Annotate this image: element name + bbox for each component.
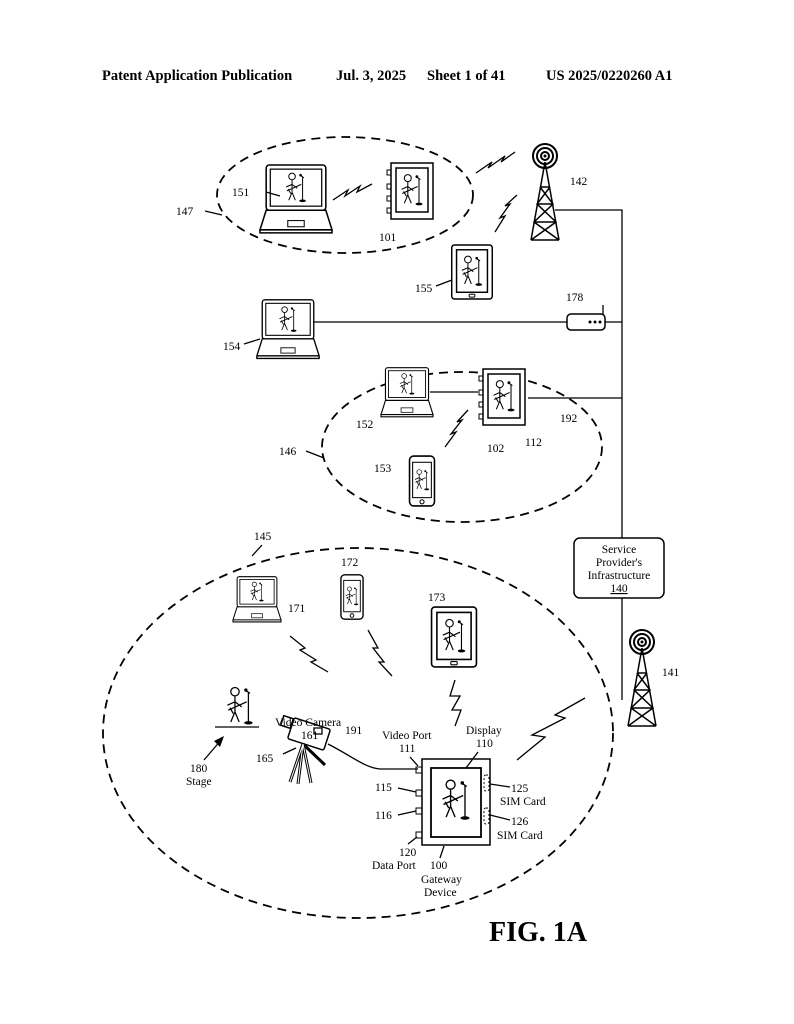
label-gateway: Gateway	[421, 874, 462, 886]
label-171: 171	[288, 603, 306, 615]
label-172: 172	[341, 557, 359, 569]
label-125: 125	[511, 783, 529, 795]
label-155: 155	[415, 283, 433, 295]
label-141: 141	[662, 667, 680, 679]
laptop-151	[260, 165, 332, 233]
port-115	[415, 789, 423, 797]
label-140: 140	[610, 583, 628, 595]
cell-tower-141	[626, 628, 658, 728]
publication-number: US 2025/0220260 A1	[546, 68, 673, 84]
video-port-111	[415, 766, 423, 774]
network-group-145	[102, 547, 614, 919]
tablet-155	[452, 245, 493, 299]
publication-date: Jul. 3, 2025	[336, 68, 407, 84]
label-165: 165	[256, 753, 274, 765]
label-173: 173	[428, 592, 446, 604]
laptop-154	[257, 300, 319, 359]
label-data-port: Data Port	[372, 860, 417, 872]
sim-card-125	[483, 774, 490, 792]
service-provider-box	[573, 537, 665, 599]
data-port-120	[415, 831, 423, 839]
lightning-icon	[475, 151, 516, 174]
label-110: 110	[476, 738, 493, 750]
label-161: 161	[301, 730, 319, 742]
network-group-147	[216, 136, 474, 254]
service-label: Infrastructure	[588, 570, 651, 582]
label-120: 120	[399, 847, 417, 859]
sheet-number: Sheet 1 of 41	[427, 68, 506, 84]
lightning-icon	[449, 679, 462, 727]
label-stage: Stage	[186, 776, 212, 788]
service-label: Provider's	[596, 557, 643, 569]
label-100: 100	[430, 860, 448, 872]
label-191: 191	[345, 725, 363, 737]
label-178: 178	[566, 292, 584, 304]
sim-card-126	[483, 807, 490, 825]
backbone-line	[555, 209, 623, 538]
port-116	[415, 807, 423, 815]
label-151: 151	[232, 187, 250, 199]
lightning-icon	[494, 194, 518, 233]
label-154: 154	[223, 341, 241, 353]
gateway-101	[387, 163, 433, 219]
label-147: 147	[176, 206, 194, 218]
laptop-152	[381, 368, 433, 417]
gateway-102	[479, 369, 525, 425]
label-126: 126	[511, 816, 529, 828]
label-146: 146	[279, 446, 297, 458]
figure-label: FIG. 1A	[489, 917, 588, 948]
label-145: 145	[254, 531, 272, 543]
label-101: 101	[379, 232, 397, 244]
label-152: 152	[356, 419, 374, 431]
label-111: 111	[399, 743, 416, 755]
lightning-icon	[444, 409, 469, 448]
label-180: 180	[190, 763, 208, 775]
lightning-icon	[367, 629, 393, 677]
cell-tower-142	[529, 142, 561, 242]
label-112: 112	[525, 437, 542, 449]
lightning-icon	[516, 697, 586, 761]
laptop-171	[233, 577, 281, 622]
gateway-device-100	[415, 758, 491, 846]
phone-153	[410, 456, 435, 506]
arrow-icon	[214, 736, 224, 747]
publication-type: Patent Application Publication	[102, 68, 293, 84]
lightning-icon	[289, 635, 329, 673]
tablet-173	[432, 607, 477, 667]
cable-191	[327, 743, 418, 770]
label-153: 153	[374, 463, 392, 475]
service-label: Service	[602, 544, 636, 556]
performer-on-stage	[226, 686, 254, 726]
video-camera-161	[279, 714, 331, 785]
label-video-camera: Video Camera	[275, 717, 341, 729]
label-115: 115	[375, 782, 392, 794]
label-video-port: Video Port	[382, 730, 432, 742]
network-group-146	[321, 371, 603, 523]
label-sim-card-126: SIM Card	[497, 830, 543, 842]
lightning-icon	[332, 183, 373, 201]
label-display: Display	[466, 725, 502, 737]
label-device: Device	[424, 887, 457, 899]
label-142: 142	[570, 176, 588, 188]
phone-172	[341, 575, 363, 619]
label-102: 102	[487, 443, 505, 455]
label-116: 116	[375, 810, 392, 822]
label-sim-card-125: SIM Card	[500, 796, 546, 808]
label-192: 192	[560, 413, 578, 425]
